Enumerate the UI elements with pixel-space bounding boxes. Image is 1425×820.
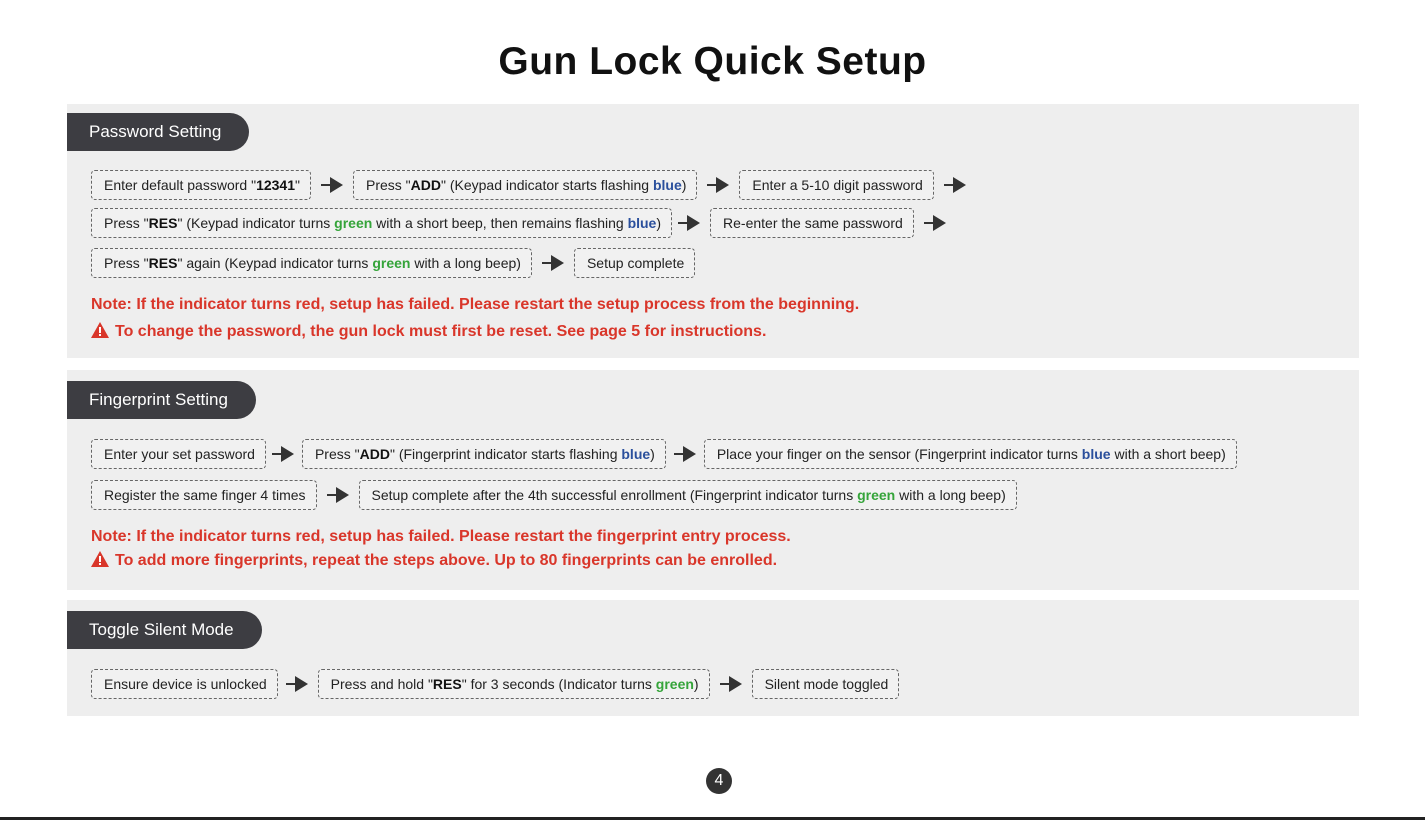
arrow-icon [673,446,698,462]
password-section: Password Setting Enter default password … [67,104,1359,358]
fingerprint-steps-row-2: Register the same finger 4 times Setup c… [91,480,1017,510]
arrow-icon [719,676,744,692]
step-fingerprint-complete: Setup complete after the 4th successful … [358,480,1017,510]
arrow-icon [320,177,345,193]
page-title: Gun Lock Quick Setup [498,40,927,83]
password-steps-row-1: Enter default password "12341" Press "AD… [91,170,976,200]
step-press-res-again: Press "RES" again (Keypad indicator turn… [91,248,532,278]
step-press-res: Press "RES" (Keypad indicator turns gree… [91,208,673,238]
step-reenter-password: Re-enter the same password [710,208,914,238]
step-place-finger: Place your finger on the sensor (Fingerp… [703,439,1237,469]
fingerprint-warning: To add more fingerprints, repeat the ste… [91,551,777,572]
step-enter-new-password: Enter a 5-10 digit password [739,170,934,200]
password-steps-row-2: Press "RES" (Keypad indicator turns gree… [91,208,956,238]
step-enter-default-password: Enter default password "12341" [91,170,311,200]
step-press-add: Press "ADD" (Keypad indicator starts fla… [352,170,698,200]
step-enter-set-password: Enter your set password [91,439,266,469]
arrow-icon [943,177,968,193]
arrow-icon [678,215,702,231]
arrow-icon [285,676,310,692]
step-setup-complete: Setup complete [573,248,696,278]
arrow-icon [326,487,351,503]
fingerprint-section: Fingerprint Setting Enter your set passw… [67,370,1359,590]
silent-mode-section-header: Toggle Silent Mode [67,611,262,649]
arrow-icon [541,255,566,271]
fingerprint-steps-row-1: Enter your set password Press "ADD" (Fin… [91,439,1237,469]
fingerprint-note: Note: If the indicator turns red, setup … [91,528,791,545]
bottom-divider [0,817,1425,820]
arrow-icon [923,215,948,231]
step-silent-toggled: Silent mode toggled [751,669,900,699]
arrow-icon [707,177,731,193]
password-steps-row-3: Press "RES" again (Keypad indicator turn… [91,248,696,278]
warning-icon [91,551,109,572]
arrow-icon [271,446,296,462]
step-press-hold-res: Press and hold "RES" for 3 seconds (Indi… [317,669,710,699]
silent-steps-row-1: Ensure device is unlocked Press and hold… [91,669,900,699]
step-ensure-unlocked: Ensure device is unlocked [91,669,278,699]
password-note: Note: If the indicator turns red, setup … [91,296,860,313]
password-warning: To change the password, the gun lock mus… [91,322,766,343]
step-press-add-fingerprint: Press "ADD" (Fingerprint indicator start… [301,439,666,469]
password-section-header: Password Setting [67,113,250,151]
warning-icon [91,322,109,343]
silent-mode-section: Toggle Silent Mode Ensure device is unlo… [67,600,1359,716]
fingerprint-section-header: Fingerprint Setting [67,381,256,419]
step-register-finger: Register the same finger 4 times [91,480,317,510]
page-number: 4 [706,768,732,794]
